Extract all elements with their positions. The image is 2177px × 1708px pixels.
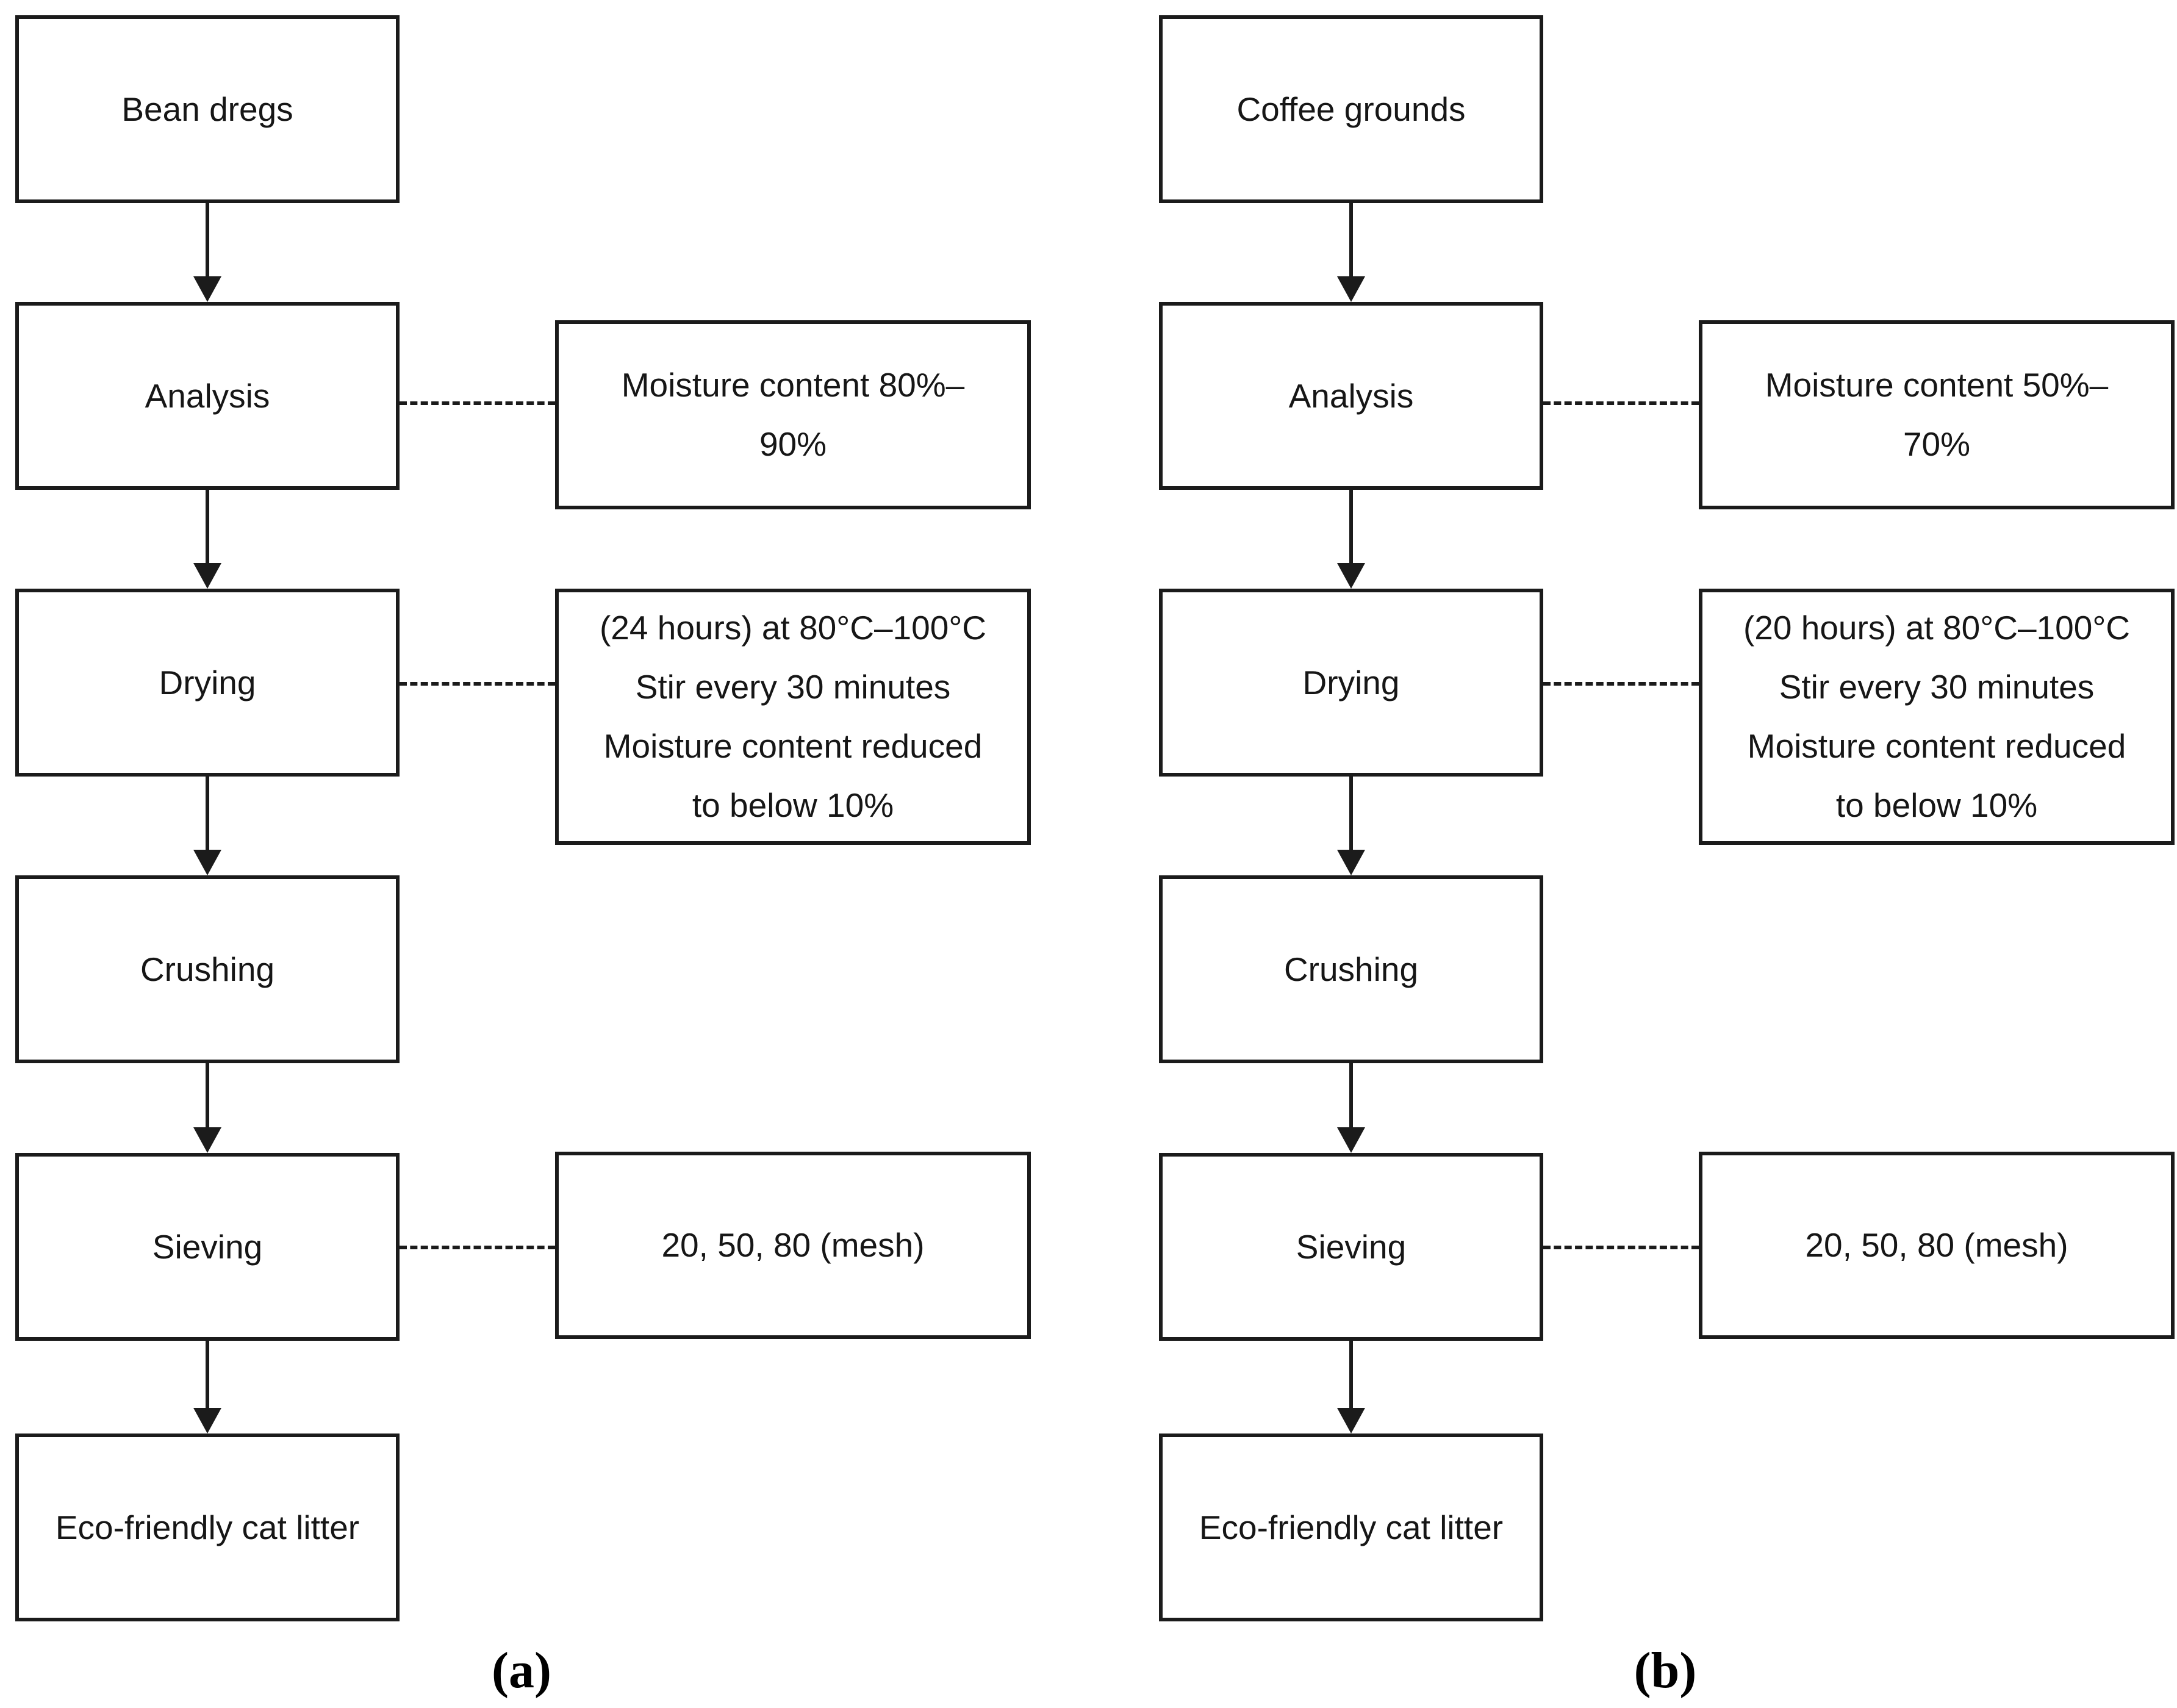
node-source: Bean dregs	[15, 15, 400, 203]
arrow-shaft	[1349, 777, 1353, 863]
arrow-shaft	[206, 490, 209, 576]
arrow-crushing-to-sieving	[193, 1063, 221, 1153]
arrow-crushing-to-sieving	[1337, 1063, 1365, 1153]
annotation-drying: (20 hours) at 80°C–100°C Stir every 30 m…	[1699, 589, 2175, 845]
node-crushing: Crushing	[15, 875, 400, 1063]
dashed-connector-drying	[1543, 682, 1699, 686]
arrow-shaft	[206, 777, 209, 863]
flowchart-a: Bean dregs Analysis Drying Crushing Siev	[15, 15, 1031, 1705]
arrow-shaft	[1349, 203, 1353, 290]
annotation-sieving: 20, 50, 80 (mesh)	[1699, 1152, 2175, 1339]
annotation-drying-text: (24 hours) at 80°C–100°C Stir every 30 m…	[599, 609, 987, 824]
arrow-analysis-to-drying	[193, 490, 221, 589]
node-analysis-label: Analysis	[145, 377, 270, 415]
annotation-drying-text: (20 hours) at 80°C–100°C Stir every 30 m…	[1743, 609, 2131, 824]
arrow-analysis-to-drying	[1337, 490, 1365, 589]
node-sieving: Sieving	[15, 1153, 400, 1341]
caption-a: (a)	[492, 1642, 551, 1699]
node-crushing-label: Crushing	[1283, 950, 1419, 988]
node-source-label: Coffee grounds	[1236, 90, 1466, 128]
arrow-source-to-analysis	[1337, 203, 1365, 302]
dashed-connector-sieving	[1543, 1246, 1699, 1249]
node-source: Coffee grounds	[1159, 15, 1543, 203]
node-sieving-label: Sieving	[152, 1228, 263, 1266]
dashed-connector-drying	[400, 682, 555, 686]
arrow-head-icon	[1337, 276, 1365, 302]
annotation-drying: (24 hours) at 80°C–100°C Stir every 30 m…	[555, 589, 1031, 845]
node-drying: Drying	[15, 589, 400, 777]
arrow-shaft	[206, 203, 209, 290]
dashed-connector-analysis	[1543, 401, 1699, 405]
node-analysis: Analysis	[1159, 302, 1543, 490]
annotation-analysis-text: Moisture content 80%– 90%	[621, 366, 965, 463]
node-analysis: Analysis	[15, 302, 400, 490]
arrow-head-icon	[193, 850, 221, 875]
arrow-head-icon	[1337, 1127, 1365, 1153]
arrow-shaft	[1349, 490, 1353, 576]
arrow-head-icon	[193, 1127, 221, 1153]
arrow-shaft	[206, 1063, 209, 1141]
dashed-connector-sieving	[400, 1246, 555, 1249]
arrow-source-to-analysis	[193, 203, 221, 302]
node-crushing-label: Crushing	[140, 950, 275, 988]
node-sieving-label: Sieving	[1296, 1228, 1407, 1266]
dashed-connector-analysis	[400, 401, 555, 405]
arrow-head-icon	[1337, 850, 1365, 875]
flowchart-b: Coffee grounds Analysis Drying Crushing	[1159, 15, 2175, 1705]
node-product-label: Eco-friendly cat litter	[55, 1509, 360, 1546]
node-crushing: Crushing	[1159, 875, 1543, 1063]
node-product-label: Eco-friendly cat litter	[1199, 1509, 1504, 1546]
annotation-analysis-text: Moisture content 50%– 70%	[1765, 366, 2109, 463]
arrow-sieving-to-product	[1337, 1341, 1365, 1434]
node-drying: Drying	[1159, 589, 1543, 777]
node-sieving: Sieving	[1159, 1153, 1543, 1341]
annotation-sieving: 20, 50, 80 (mesh)	[555, 1152, 1031, 1339]
arrow-shaft	[1349, 1063, 1353, 1141]
node-product: Eco-friendly cat litter	[1159, 1434, 1543, 1621]
node-source-label: Bean dregs	[121, 90, 293, 128]
caption-b: (b)	[1634, 1642, 1697, 1699]
arrow-head-icon	[193, 563, 221, 589]
annotation-sieving-text: 20, 50, 80 (mesh)	[661, 1226, 925, 1264]
arrow-sieving-to-product	[193, 1341, 221, 1434]
arrow-head-icon	[1337, 1408, 1365, 1434]
arrow-shaft	[1349, 1341, 1353, 1421]
arrow-drying-to-crushing	[193, 777, 221, 875]
node-drying-label: Drying	[159, 664, 256, 702]
arrow-shaft	[206, 1341, 209, 1421]
annotation-sieving-text: 20, 50, 80 (mesh)	[1805, 1226, 2068, 1264]
node-drying-label: Drying	[1302, 664, 1400, 702]
arrow-head-icon	[193, 1408, 221, 1434]
annotation-analysis: Moisture content 80%– 90%	[555, 320, 1031, 509]
arrow-drying-to-crushing	[1337, 777, 1365, 875]
annotation-analysis: Moisture content 50%– 70%	[1699, 320, 2175, 509]
arrow-head-icon	[1337, 563, 1365, 589]
node-analysis-label: Analysis	[1288, 377, 1414, 415]
node-product: Eco-friendly cat litter	[15, 1434, 400, 1621]
arrow-head-icon	[193, 276, 221, 302]
